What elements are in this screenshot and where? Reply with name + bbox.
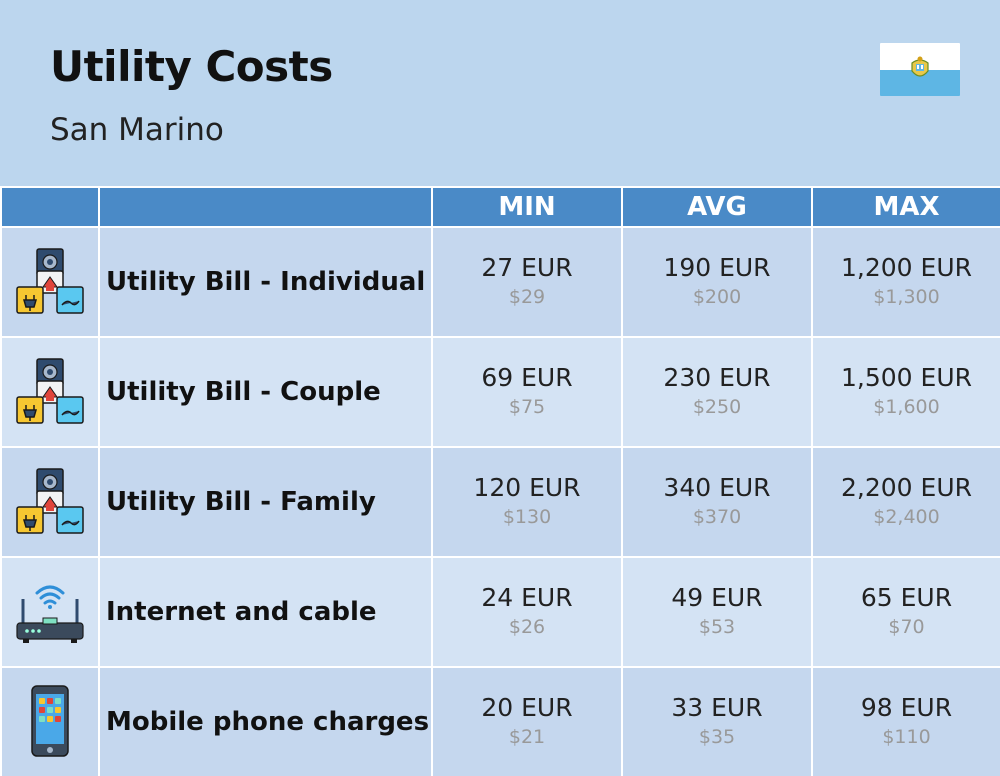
row-icon-cell bbox=[0, 446, 100, 558]
smartphone-icon bbox=[15, 685, 85, 757]
avg-cell: 190 EUR $200 bbox=[621, 226, 813, 338]
avg-eur: 230 EUR bbox=[663, 363, 771, 392]
avg-usd: $53 bbox=[698, 616, 736, 638]
page-title: Utility Costs bbox=[50, 42, 333, 91]
max-eur: 1,500 EUR bbox=[841, 363, 972, 392]
avg-eur: 340 EUR bbox=[663, 473, 771, 502]
page-subtitle: San Marino bbox=[50, 112, 224, 148]
table-row: Utility Bill - Couple 69 EUR $75 230 EUR… bbox=[0, 336, 1000, 448]
utility-bill-icon bbox=[15, 248, 85, 314]
min-cell: 69 EUR $75 bbox=[431, 336, 623, 448]
avg-cell: 49 EUR $53 bbox=[621, 556, 813, 668]
table-header-row: MIN AVG MAX bbox=[0, 186, 1000, 228]
cost-table: MIN AVG MAX bbox=[0, 186, 1000, 776]
column-header-max: MAX bbox=[811, 186, 1000, 228]
utility-bill-icon bbox=[15, 358, 85, 424]
avg-usd: $370 bbox=[692, 506, 742, 528]
max-eur: 98 EUR bbox=[860, 693, 953, 722]
min-cell: 120 EUR $130 bbox=[431, 446, 623, 558]
max-cell: 98 EUR $110 bbox=[811, 666, 1000, 776]
min-cell: 20 EUR $21 bbox=[431, 666, 623, 776]
row-icon-cell bbox=[0, 556, 100, 668]
max-cell: 65 EUR $70 bbox=[811, 556, 1000, 668]
min-eur: 24 EUR bbox=[481, 583, 573, 612]
table-row: Utility Bill - Individual 27 EUR $29 190… bbox=[0, 226, 1000, 338]
max-cell: 1,500 EUR $1,600 bbox=[811, 336, 1000, 448]
min-cell: 27 EUR $29 bbox=[431, 226, 623, 338]
row-label: Internet and cable bbox=[98, 556, 433, 668]
max-usd: $70 bbox=[888, 616, 925, 638]
min-cell: 24 EUR $26 bbox=[431, 556, 623, 668]
max-eur: 65 EUR bbox=[860, 583, 953, 612]
column-header-min: MIN bbox=[431, 186, 623, 228]
utility-bill-icon bbox=[15, 468, 85, 534]
avg-eur: 33 EUR bbox=[671, 693, 763, 722]
row-icon-cell bbox=[0, 226, 100, 338]
wifi-router-icon bbox=[15, 585, 85, 643]
row-label: Mobile phone charges bbox=[98, 666, 433, 776]
min-eur: 69 EUR bbox=[481, 363, 573, 392]
avg-eur: 49 EUR bbox=[671, 583, 763, 612]
min-eur: 20 EUR bbox=[481, 693, 573, 722]
avg-cell: 33 EUR $35 bbox=[621, 666, 813, 776]
table-row: Utility Bill - Family 120 EUR $130 340 E… bbox=[0, 446, 1000, 558]
max-usd: $1,300 bbox=[873, 286, 940, 308]
max-usd: $110 bbox=[882, 726, 931, 748]
avg-usd: $200 bbox=[692, 286, 742, 308]
row-icon-cell bbox=[0, 336, 100, 448]
avg-usd: $250 bbox=[692, 396, 742, 418]
row-label: Utility Bill - Couple bbox=[98, 336, 433, 448]
max-eur: 1,200 EUR bbox=[841, 253, 972, 282]
column-header-label bbox=[98, 186, 433, 228]
table-row: Mobile phone charges 20 EUR $21 33 EUR $… bbox=[0, 666, 1000, 776]
min-usd: $29 bbox=[508, 286, 546, 308]
min-usd: $130 bbox=[502, 506, 552, 528]
table-row: Internet and cable 24 EUR $26 49 EUR $53… bbox=[0, 556, 1000, 668]
column-header-avg: AVG bbox=[621, 186, 813, 228]
max-usd: $1,600 bbox=[873, 396, 940, 418]
column-header-icon bbox=[0, 186, 100, 228]
avg-usd: $35 bbox=[698, 726, 736, 748]
max-cell: 1,200 EUR $1,300 bbox=[811, 226, 1000, 338]
min-usd: $26 bbox=[508, 616, 546, 638]
avg-eur: 190 EUR bbox=[663, 253, 771, 282]
page-header: Utility Costs San Marino bbox=[0, 0, 1000, 186]
min-eur: 27 EUR bbox=[481, 253, 573, 282]
san-marino-flag-icon bbox=[880, 43, 960, 96]
row-label: Utility Bill - Family bbox=[98, 446, 433, 558]
max-cell: 2,200 EUR $2,400 bbox=[811, 446, 1000, 558]
row-icon-cell bbox=[0, 666, 100, 776]
min-usd: $75 bbox=[508, 396, 546, 418]
row-label: Utility Bill - Individual bbox=[98, 226, 433, 338]
min-usd: $21 bbox=[508, 726, 546, 748]
min-eur: 120 EUR bbox=[473, 473, 581, 502]
avg-cell: 340 EUR $370 bbox=[621, 446, 813, 558]
avg-cell: 230 EUR $250 bbox=[621, 336, 813, 448]
max-eur: 2,200 EUR bbox=[841, 473, 972, 502]
max-usd: $2,400 bbox=[873, 506, 940, 528]
